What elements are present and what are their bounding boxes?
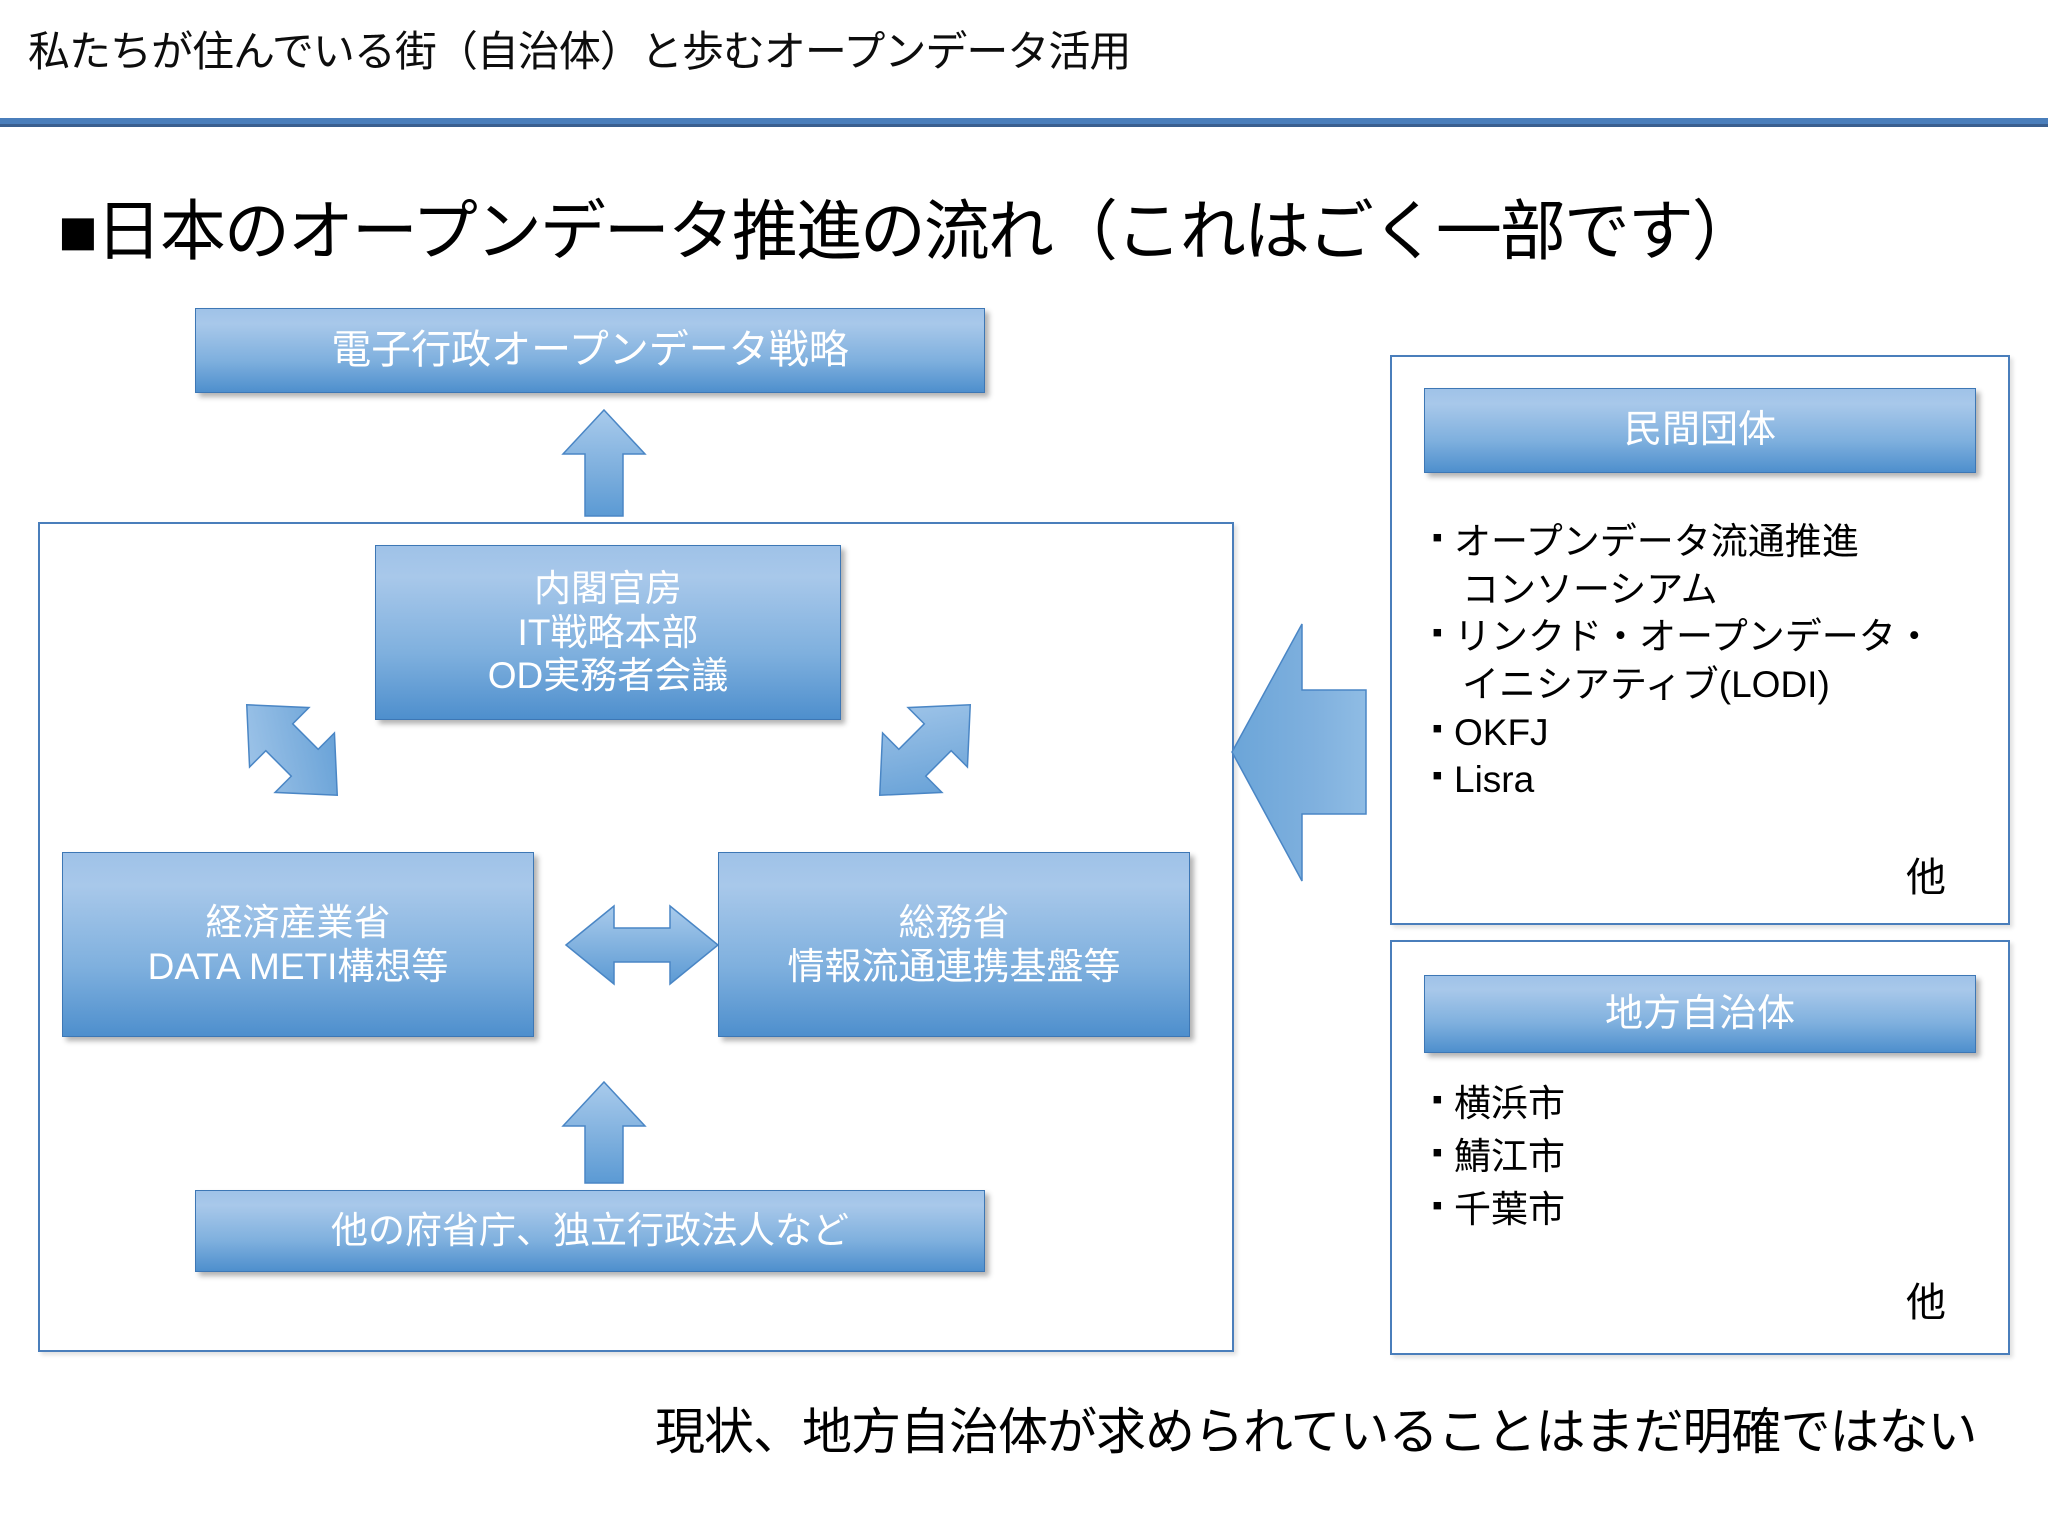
arrow-cabinet-soumu — [855, 680, 995, 820]
arrow-left-private-to-gov — [1228, 620, 1368, 885]
list-item-label: リンクド・オープンデータ・ — [1454, 616, 1933, 658]
arrow-up-to-strategy — [561, 408, 647, 518]
box-strategy-label: 電子行政オープンデータ戦略 — [331, 327, 849, 372]
list-item: ▪ 鯖江市 — [1432, 1133, 2012, 1182]
panel-header-local-governments[interactable]: 地方自治体 — [1424, 975, 1976, 1053]
list-item: ▪ リンクド・オープンデータ・ — [1432, 615, 2012, 659]
page-title: ■日本のオープンデータ推進の流れ（これはごく一部です） — [58, 194, 1758, 268]
bullet-icon: ▪ — [1432, 759, 1443, 793]
arrow-cabinet-meti — [222, 680, 362, 820]
bullet-icon: ▪ — [1432, 1083, 1443, 1116]
panel-header-local-label: 地方自治体 — [1604, 992, 1795, 1035]
bullet-icon: ▪ — [1432, 521, 1443, 554]
panel-header-private-label: 民間団体 — [1623, 409, 1776, 452]
list-item-label: OKFJ — [1454, 711, 1549, 753]
list-item-continuation: イニシアティブ(LODI) — [1462, 663, 1830, 705]
list-item: ▪ Lisra — [1432, 758, 2012, 802]
box-soumu-line2: 情報流通連携基盤等 — [787, 945, 1121, 987]
list-item-label: オープンデータ流通推進 — [1454, 521, 1859, 562]
arrow-meti-soumu — [562, 900, 722, 990]
bullet-icon: ▪ — [1432, 1135, 1443, 1169]
bullet-icon: ▪ — [1432, 616, 1443, 650]
box-other-ministries[interactable]: 他の府省庁、独立行政法人など — [195, 1190, 985, 1272]
slide-header: 私たちが住んでいる街（自治体）と歩むオープンデータ活用 — [0, 0, 2048, 118]
header-divider — [0, 118, 2048, 124]
list-item: ▪ OKFJ — [1432, 711, 2012, 755]
arrow-up-from-others — [561, 1080, 647, 1185]
box-soumu[interactable]: 総務省 情報流通連携基盤等 — [718, 852, 1190, 1037]
list-item: ▪ 横浜市 — [1432, 1080, 2012, 1129]
list-item-label: Lisra — [1454, 759, 1535, 801]
box-others-label: 他の府省庁、独立行政法人など — [331, 1210, 849, 1252]
list-item-continuation: コンソーシアム — [1462, 568, 1718, 610]
list-item: ▪ 千葉市 — [1432, 1186, 2012, 1235]
box-open-data-strategy[interactable]: 電子行政オープンデータ戦略 — [195, 308, 985, 393]
header-divider-shadow — [0, 124, 2048, 127]
bullet-icon: ▪ — [1432, 1188, 1443, 1222]
local-governments-etc: 他 — [1906, 1281, 1946, 1325]
private-orgs-etc: 他 — [1906, 856, 1946, 900]
header-title: 私たちが住んでいる街（自治体）と歩むオープンデータ活用 — [28, 28, 1131, 75]
list-item: ▪ オープンデータ流通推進 — [1432, 520, 2012, 564]
list-item-label: 鯖江市 — [1454, 1135, 1565, 1177]
list-item-label: 横浜市 — [1454, 1083, 1565, 1124]
box-cabinet-line1: 内閣官房 — [534, 568, 682, 610]
local-governments-list: ▪ 横浜市 ▪ 鯖江市 ▪ 千葉市 — [1432, 1080, 2012, 1238]
private-orgs-list: ▪ オープンデータ流通推進 コンソーシアム ▪ リンクド・オープンデータ・ イニシア… — [1432, 520, 2012, 806]
box-meti[interactable]: 経済産業省 DATA METI構想等 — [62, 852, 534, 1037]
bullet-icon: ▪ — [1432, 711, 1443, 745]
box-cabinet-line2: IT戦略本部 — [517, 611, 699, 653]
panel-header-private-orgs[interactable]: 民間団体 — [1424, 388, 1976, 473]
list-item-label: 千葉市 — [1454, 1188, 1565, 1230]
bottom-caption: 現状、地方自治体が求められていることはまだ明確ではない — [655, 1404, 1977, 1460]
box-meti-line1: 経済産業省 — [205, 901, 391, 943]
box-meti-line2: DATA METI構想等 — [147, 945, 449, 987]
box-soumu-line1: 総務省 — [898, 901, 1010, 943]
box-cabinet-secretariat[interactable]: 内閣官房 IT戦略本部 OD実務者会議 — [375, 545, 841, 720]
box-cabinet-line3: OD実務者会議 — [487, 655, 729, 697]
